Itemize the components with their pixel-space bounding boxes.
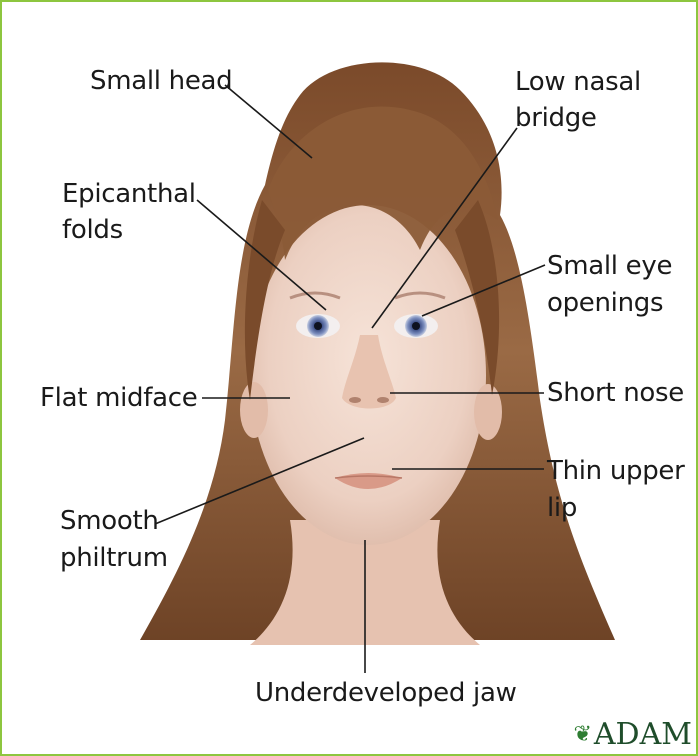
adam-logo-text: ADAM xyxy=(594,717,692,752)
label-low-nasal-bridge-line1: Low nasal xyxy=(515,66,641,98)
label-thin-upper-lip-line1: Thin upper xyxy=(547,455,685,487)
label-underdeveloped-jaw: Underdeveloped jaw xyxy=(255,677,517,709)
label-low-nasal-bridge-line2: bridge xyxy=(515,102,597,134)
label-flat-midface: Flat midface xyxy=(40,382,197,414)
label-small-head: Small head xyxy=(90,65,232,97)
label-small-eye-openings-line2: openings xyxy=(547,287,663,319)
label-smooth-philtrum-line1: Smooth xyxy=(60,505,159,537)
label-short-nose: Short nose xyxy=(547,377,684,409)
label-epicanthal-folds-line2: folds xyxy=(62,214,123,246)
label-small-eye-openings-line1: Small eye xyxy=(547,250,672,282)
label-smooth-philtrum-line2: philtrum xyxy=(60,542,168,574)
left-ear xyxy=(240,382,268,438)
adam-logo: ❦ ADAM xyxy=(573,717,692,752)
adam-leaf-icon: ❦ xyxy=(573,722,591,747)
label-thin-upper-lip-line2: lip xyxy=(547,492,577,524)
label-epicanthal-folds-line1: Epicanthal xyxy=(62,178,196,210)
